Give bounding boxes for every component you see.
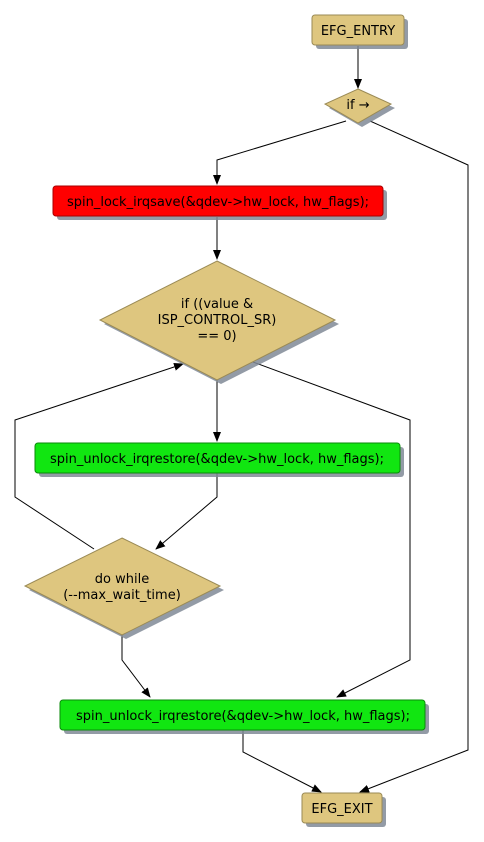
decision-do-while-line2: (--max_wait_time): [63, 588, 181, 603]
edges: [14, 46, 469, 793]
decision-if-label: if →: [346, 98, 369, 113]
edge-if-to-lock: [213, 120, 347, 185]
decision-value-check[interactable]: if ((value & ISP_CONTROL_SR) == 0): [98, 260, 339, 384]
node-spin-lock-irqsave[interactable]: spin_lock_irqsave(&qdev->hw_lock, hw_fla…: [52, 185, 387, 220]
edge-dowhile-loop-back: [14, 363, 184, 550]
efg-exit-label: EFG_EXIT: [311, 802, 372, 817]
spin-lock-irqsave-label: spin_lock_irqsave(&qdev->hw_lock, hw_fla…: [67, 195, 369, 210]
edge-dowhile-to-unlock-final: [121, 635, 151, 698]
decision-value-check-line2: ISP_CONTROL_SR): [158, 313, 277, 328]
spin-unlock-final-label: spin_unlock_irqrestore(&qdev->hw_lock, h…: [76, 709, 410, 724]
decision-value-check-line3: == 0): [197, 329, 236, 344]
node-spin-unlock-inner[interactable]: spin_unlock_irqrestore(&qdev->hw_lock, h…: [34, 442, 404, 477]
decision-do-while[interactable]: do while (--max_wait_time): [23, 537, 224, 639]
edge-unlock-final-to-exit: [242, 730, 322, 793]
edge-if-to-exit: [359, 120, 469, 793]
decision-value-check-line1: if ((value &: [181, 297, 253, 312]
spin-unlock-inner-label: spin_unlock_irqrestore(&qdev->hw_lock, h…: [50, 452, 384, 467]
edge-cond-to-unlock-final: [252, 361, 411, 698]
node-efg-exit[interactable]: EFG_EXIT: [301, 792, 386, 827]
node-efg-entry[interactable]: EFG_ENTRY: [311, 14, 408, 49]
node-spin-unlock-final[interactable]: spin_unlock_irqrestore(&qdev->hw_lock, h…: [59, 699, 429, 734]
efg-entry-label: EFG_ENTRY: [321, 24, 395, 39]
decision-if[interactable]: if →: [323, 88, 395, 127]
edge-unlock-inner-to-dowhile: [155, 473, 218, 550]
decision-do-while-line1: do while: [95, 572, 149, 587]
